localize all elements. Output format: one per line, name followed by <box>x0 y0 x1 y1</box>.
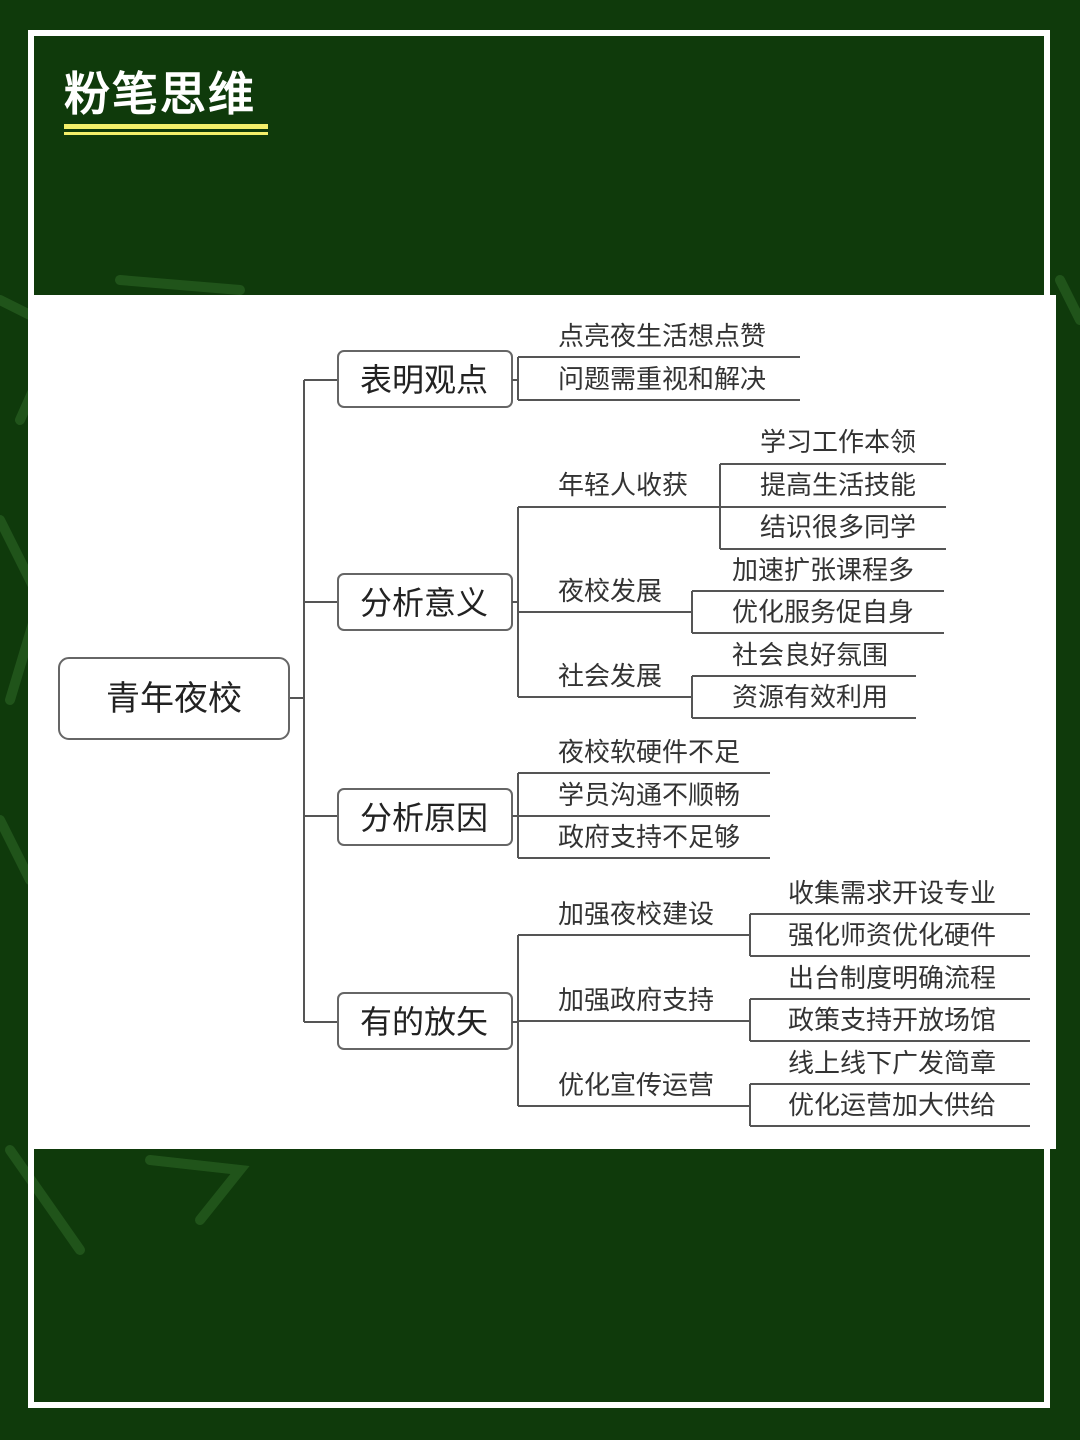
connector <box>719 463 946 550</box>
leaf-label: 加速扩张课程多 <box>732 556 914 586</box>
subbranch-label: 加强政府支持 <box>558 986 714 1016</box>
brand-logo-text: 粉笔思维 <box>64 67 256 121</box>
branch-label: 分析原因 <box>360 799 488 837</box>
leaf-label: 点亮夜生活想点赞 <box>558 322 766 352</box>
leaf-label: 问题需重视和解决 <box>558 365 766 395</box>
connector <box>512 356 800 401</box>
leaf-label: 优化运营加大供给 <box>788 1091 996 1121</box>
leaf-label: 收集需求开设专业 <box>788 879 996 909</box>
mindmap-panel: 青年夜校 表明观点 分析意义 分析原因 有的放矢 点亮夜生活想点赞 问题需重视和… <box>34 295 1056 1149</box>
connector <box>512 506 720 698</box>
leaf-label: 社会良好氛围 <box>732 641 888 671</box>
connector <box>691 590 944 634</box>
subbranch-label: 优化宣传运营 <box>558 1071 714 1101</box>
leaf-label: 出台制度明确流程 <box>788 964 996 994</box>
leaf-label: 学员沟通不顺畅 <box>558 781 740 811</box>
connector <box>512 934 750 1107</box>
brand-underline <box>64 132 268 135</box>
branch-label: 有的放矢 <box>360 1003 488 1041</box>
root-node <box>58 657 290 740</box>
branch-label: 分析意义 <box>360 584 488 622</box>
leaf-label: 线上线下广发简章 <box>788 1049 996 1079</box>
connector <box>512 772 770 859</box>
brand-underline <box>64 124 268 129</box>
subbranch-label: 加强夜校建设 <box>558 900 714 930</box>
root-label: 青年夜校 <box>106 679 242 719</box>
subbranch-label: 社会发展 <box>558 662 662 692</box>
connector <box>749 998 1030 1042</box>
leaf-label: 政策支持开放场馆 <box>788 1006 996 1036</box>
subbranch-label: 年轻人收获 <box>558 471 688 501</box>
leaf-label: 资源有效利用 <box>732 683 888 713</box>
leaf-label: 结识很多同学 <box>760 513 916 543</box>
leaf-label: 政府支持不足够 <box>558 823 740 853</box>
connector <box>691 675 916 719</box>
leaf-label: 优化服务促自身 <box>732 598 914 628</box>
branch-label: 表明观点 <box>360 361 488 399</box>
connector <box>749 913 1030 957</box>
leaf-label: 夜校软硬件不足 <box>558 738 740 768</box>
leaf-label: 学习工作本领 <box>760 428 916 458</box>
connector <box>290 379 338 1023</box>
mindmap-diagram: 青年夜校 表明观点 分析意义 分析原因 有的放矢 点亮夜生活想点赞 问题需重视和… <box>58 322 1030 1127</box>
leaf-label: 提高生活技能 <box>760 471 916 501</box>
connector <box>749 1083 1030 1127</box>
subbranch-label: 夜校发展 <box>558 577 662 607</box>
leaf-label: 强化师资优化硬件 <box>788 921 996 951</box>
